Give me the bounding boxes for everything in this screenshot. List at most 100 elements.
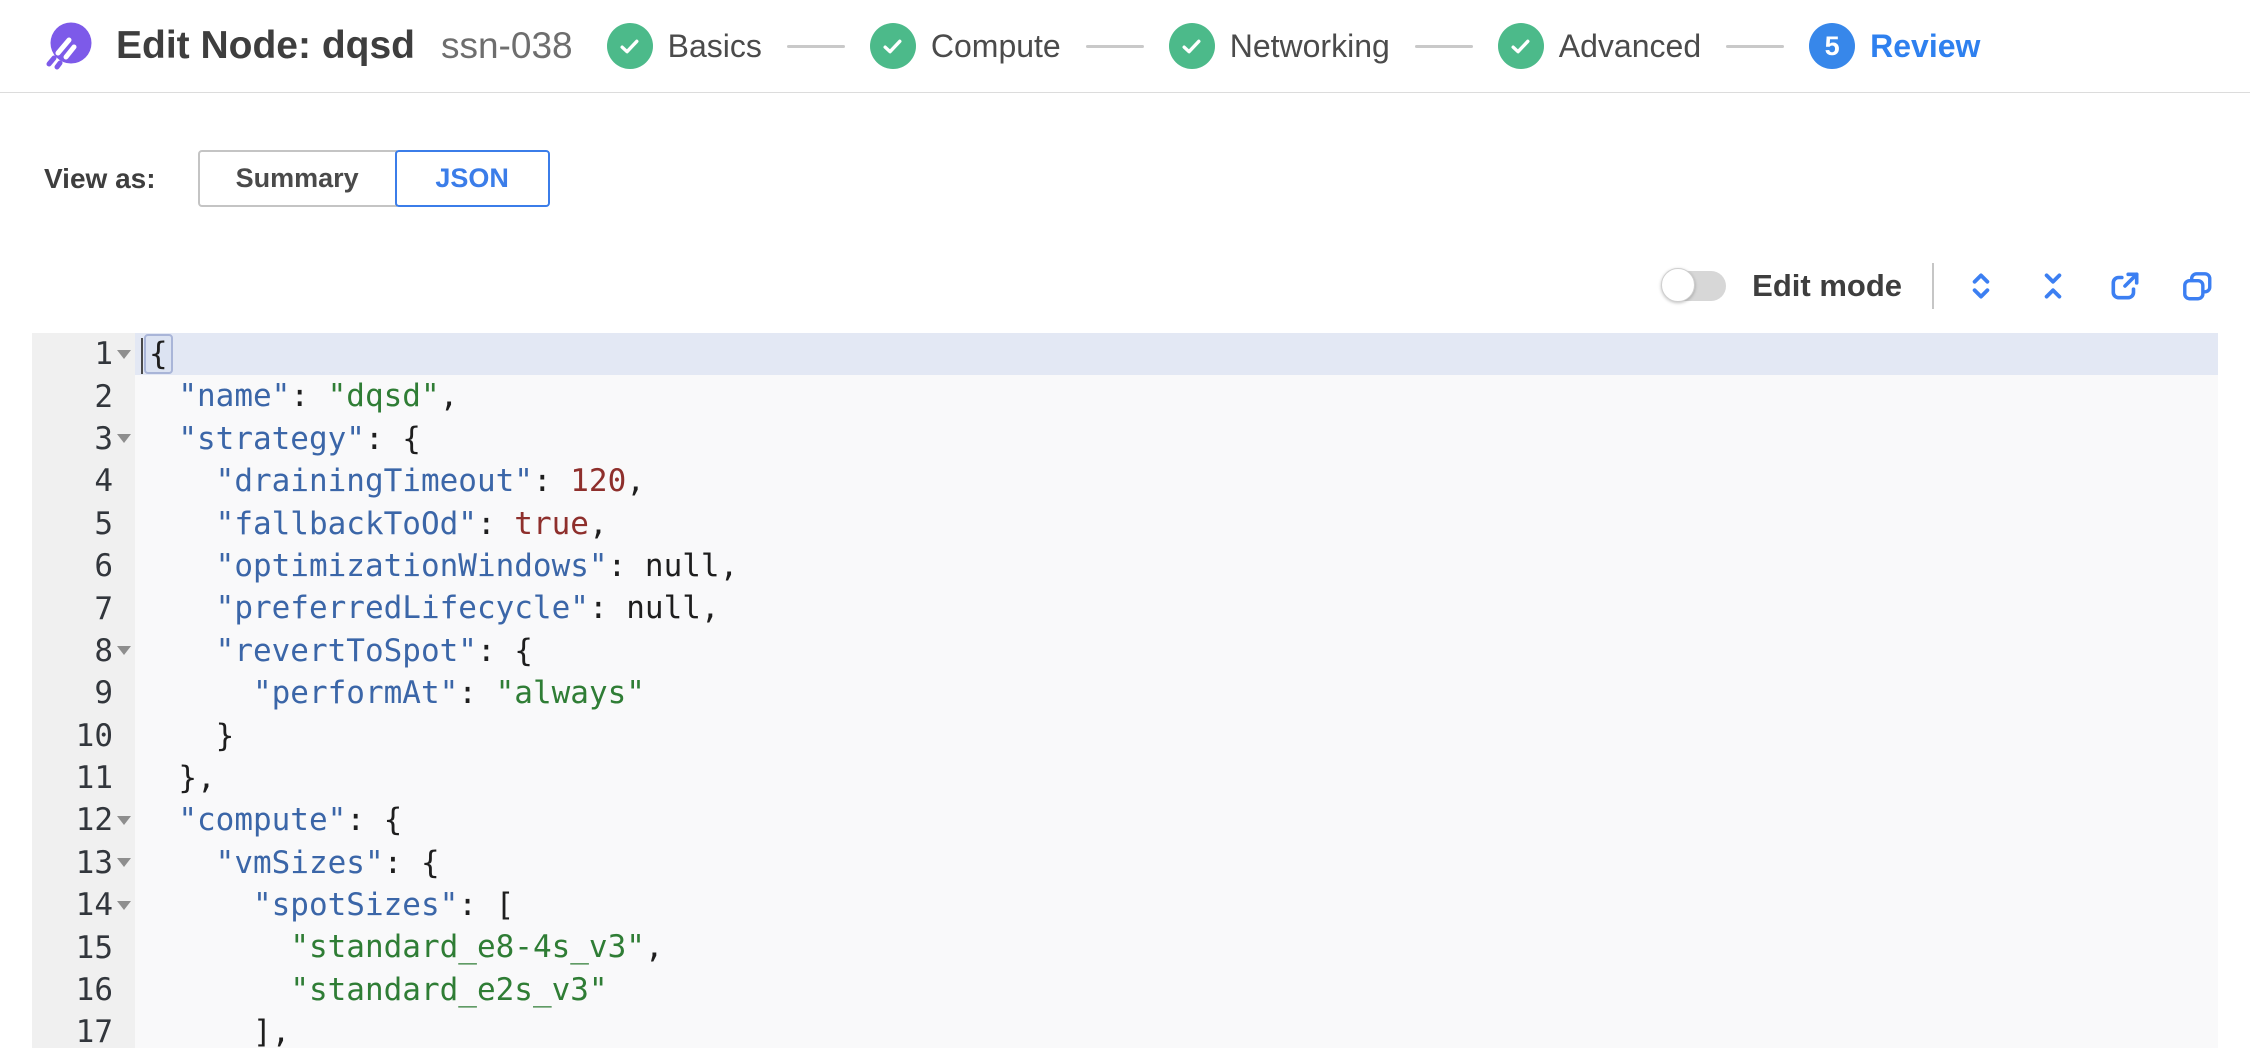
toolbar-divider [1932, 263, 1934, 309]
copy-icon[interactable] [2180, 269, 2214, 303]
fold-arrow-slot [113, 545, 135, 587]
line-number: 1 [32, 333, 135, 375]
fold-arrow-slot [113, 926, 135, 968]
fold-arrow-slot [113, 375, 135, 417]
fold-arrow-slot [113, 969, 135, 1011]
code-line-13: "vmSizes": { [215, 844, 440, 881]
wizard-step-compute[interactable]: Compute [869, 23, 1061, 69]
line-number: 15 [32, 926, 135, 968]
editor-toolbar: Edit mode [1661, 254, 2214, 318]
check-icon [1168, 23, 1215, 69]
fold-toggle-icon[interactable] [117, 349, 131, 359]
view-as-label: View as: [44, 162, 156, 194]
code-line-8: "revertToSpot": { [215, 632, 533, 669]
line-number: 11 [32, 757, 135, 799]
code-line-6: "optimizationWindows": null, [215, 547, 739, 584]
wizard-step-review[interactable]: 5 Review [1809, 23, 1980, 69]
fold-arrow-slot [113, 884, 135, 926]
step-label: Networking [1229, 27, 1390, 64]
line-number: 7 [32, 587, 135, 629]
line-number: 17 [32, 1011, 135, 1048]
line-number: 16 [32, 969, 135, 1011]
fold-arrow-slot [113, 715, 135, 757]
check-icon [606, 23, 653, 69]
code-line-2: "name": "dqsd", [178, 378, 459, 415]
step-label: Advanced [1558, 27, 1702, 64]
line-number: 13 [32, 842, 135, 884]
fold-arrow-slot [113, 799, 135, 841]
node-id: ssn-038 [440, 25, 573, 66]
line-number: 10 [32, 715, 135, 757]
view-as-summary-button[interactable]: Summary [197, 150, 397, 207]
edit-mode-toggle[interactable] [1661, 268, 1727, 302]
step-label: Compute [930, 27, 1061, 64]
fold-arrow-slot [113, 333, 135, 375]
code-line-3: "strategy": { [178, 420, 421, 457]
check-icon [869, 23, 916, 69]
wizard-step-advanced[interactable]: Advanced [1497, 23, 1702, 69]
fold-arrow-slot [113, 460, 135, 502]
editor-code-area[interactable]: { "name": "dqsd", "strategy": { "drainin… [135, 333, 2218, 1048]
fold-arrow-slot [113, 587, 135, 629]
fold-toggle-icon[interactable] [117, 815, 131, 825]
fold-toggle-icon[interactable] [117, 858, 131, 868]
step-label: Basics [667, 27, 762, 64]
step-number-badge: 5 [1809, 23, 1856, 69]
view-as-json-button[interactable]: JSON [394, 150, 550, 207]
code-line-15: "standard_e8-4s_v3", [290, 929, 664, 966]
line-number: 8 [32, 630, 135, 672]
code-line-11: }, [178, 759, 216, 796]
code-line-4: "drainingTimeout": 120, [215, 463, 645, 500]
fold-toggle-icon[interactable] [117, 434, 131, 444]
fold-arrow-slot [113, 418, 135, 460]
code-line-5: "fallbackToOd": true, [215, 505, 608, 542]
fold-toggle-icon[interactable] [117, 900, 131, 910]
fold-arrow-slot [113, 672, 135, 714]
fold-arrow-slot [113, 757, 135, 799]
export-icon[interactable] [2108, 269, 2142, 303]
toggle-knob [1661, 268, 1696, 302]
line-number: 5 [32, 503, 135, 545]
step-connector [1085, 44, 1144, 48]
code-line-17: ], [252, 1014, 291, 1048]
code-line-7: "preferredLifecycle": null, [215, 590, 720, 627]
collapse-all-icon[interactable] [2036, 269, 2070, 303]
fold-arrow-slot [113, 842, 135, 884]
code-line-16: "standard_e2s_v3" [290, 971, 608, 1008]
step-connector [786, 44, 845, 48]
edit-mode-label: Edit mode [1752, 268, 1902, 303]
fold-arrow-slot [113, 630, 135, 672]
step-connector [1726, 44, 1785, 48]
wizard-stepper: Basics Compute Networking Advanced 5 Review [606, 23, 1980, 69]
fold-toggle-icon[interactable] [117, 646, 131, 656]
line-number: 4 [32, 460, 135, 502]
step-connector [1414, 44, 1473, 48]
expand-all-icon[interactable] [1964, 269, 1998, 303]
fold-arrow-slot [113, 1011, 135, 1048]
line-number: 12 [32, 799, 135, 841]
fold-arrow-slot [113, 503, 135, 545]
check-icon [1497, 23, 1544, 69]
code-line-1: { [135, 333, 2218, 376]
wizard-step-basics[interactable]: Basics [606, 23, 762, 69]
line-number: 6 [32, 545, 135, 587]
code-line-10: } [215, 717, 235, 754]
code-line-9: "performAt": "always" [252, 675, 645, 712]
page-title: Edit Node: dqsd [116, 24, 415, 67]
line-number: 2 [32, 375, 135, 417]
line-number: 14 [32, 884, 135, 926]
step-label: Review [1870, 27, 1981, 64]
line-number: 9 [32, 672, 135, 714]
text-cursor [141, 337, 143, 374]
wizard-step-networking[interactable]: Networking [1168, 23, 1390, 69]
spot-logo-icon [46, 22, 92, 70]
toolbar-icons [1964, 269, 2214, 303]
line-number: 3 [32, 418, 135, 460]
code-line-12: "compute": { [178, 802, 403, 839]
code-line-14: "spotSizes": [ [252, 887, 515, 924]
